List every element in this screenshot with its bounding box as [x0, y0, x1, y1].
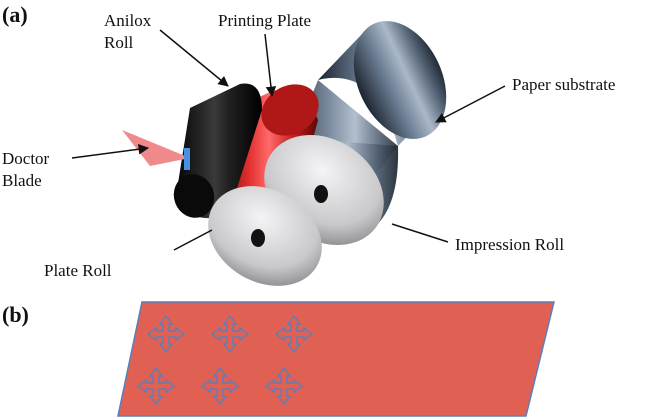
plate-roll [208, 186, 322, 286]
four-way-arrow-icon [200, 366, 240, 406]
doctor-blade [122, 130, 190, 170]
printed-substrate-sheet [117, 301, 555, 417]
impression-roll-shaft [314, 185, 328, 203]
doctor-blade-tip [184, 148, 190, 170]
label-paper-substrate: Paper substrate [512, 75, 615, 94]
four-way-arrow-icon [210, 314, 250, 354]
four-way-arrow-icon [264, 366, 304, 406]
plate-roll-shaft [251, 229, 265, 247]
print-pattern [136, 314, 314, 406]
doctor-blade-leader [71, 144, 150, 159]
label-anilox-line1: Anilox [104, 11, 152, 30]
anilox-leader [159, 29, 229, 87]
label-impression-roll: Impression Roll [455, 235, 564, 254]
leader-lines [71, 29, 506, 251]
four-way-arrow-icon [136, 366, 176, 406]
panel-label-b: (b) [2, 302, 29, 327]
plate-roll-leader [173, 229, 213, 251]
four-way-arrow-icon [274, 314, 314, 354]
label-doctor-line1: Doctor [2, 149, 50, 168]
printing-plate-leader [264, 33, 277, 98]
label-anilox-line2: Roll [104, 33, 134, 52]
ink-fan [122, 130, 190, 166]
paper-substrate-leader [435, 85, 506, 123]
four-way-arrow-icon [146, 314, 186, 354]
anilox-roll [173, 83, 262, 219]
impression-roll-leader [391, 223, 449, 243]
label-plate-roll: Plate Roll [44, 261, 112, 280]
label-doctor-line2: Blade [2, 171, 42, 190]
label-printing-plate: Printing Plate [218, 11, 311, 30]
panel-label-a: (a) [2, 2, 28, 27]
